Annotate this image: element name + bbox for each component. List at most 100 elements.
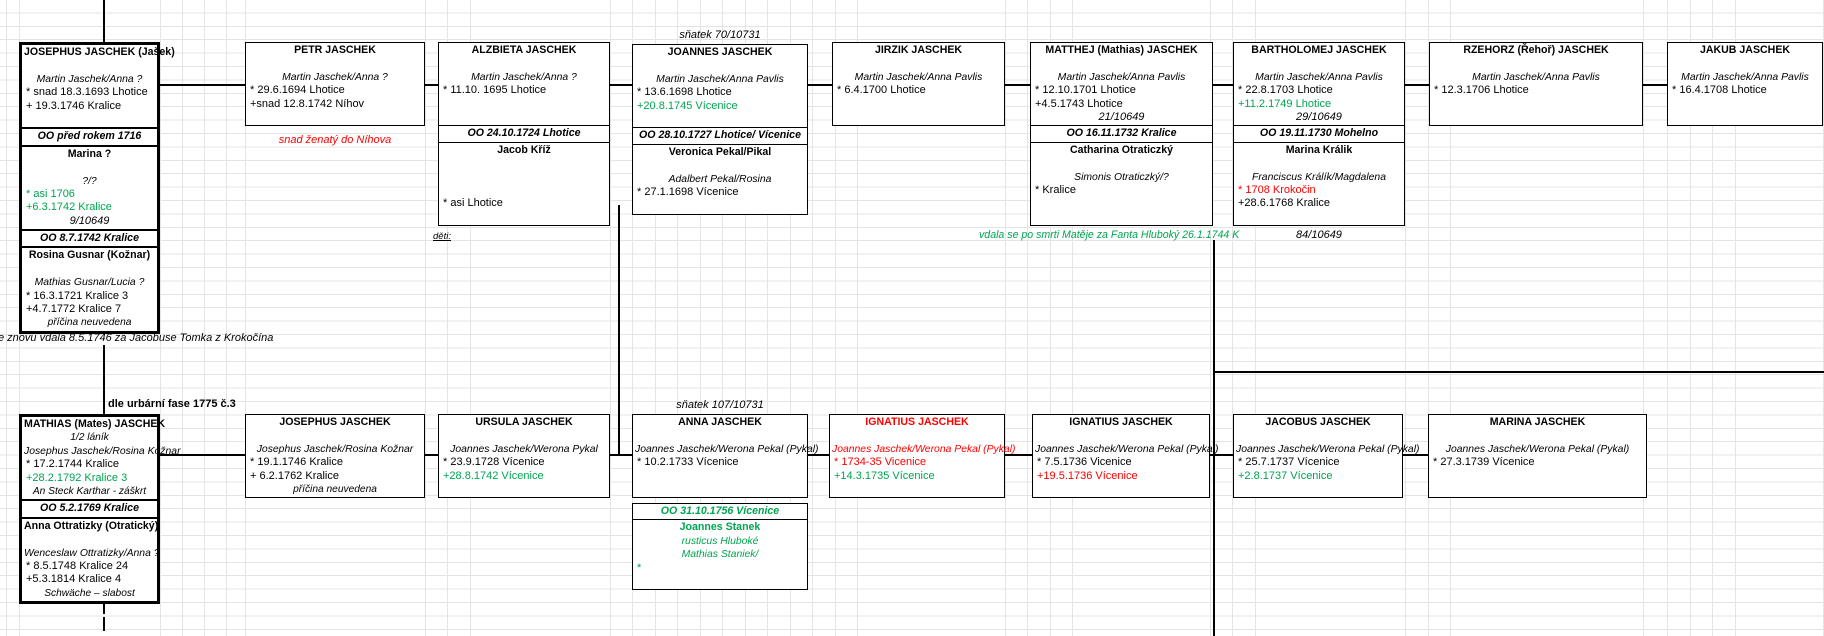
record-cell[interactable]: +4.5.1743 Lhotice <box>1035 97 1123 110</box>
record-cell[interactable] <box>24 161 155 174</box>
person-name-cell[interactable]: Jacob Kříž <box>497 143 551 156</box>
marriage-row[interactable]: OO 8.7.1742 Kralice <box>22 229 157 246</box>
record-cell[interactable] <box>248 57 422 70</box>
snatek-bottom[interactable]: sňatek 107/10731 <box>676 399 764 411</box>
record-cell[interactable] <box>441 171 607 184</box>
record-cell[interactable]: * 16.4.1708 Lhotice <box>1672 84 1767 97</box>
record-cell[interactable]: An Steck Karthar - záškrt <box>32 485 147 497</box>
record-cell[interactable]: * 25.7.1737 Vícenice <box>1238 456 1340 469</box>
person-name-cell[interactable]: PETR JASCHEK <box>294 44 376 56</box>
record-cell[interactable] <box>835 111 1002 124</box>
record-cell[interactable]: Josephus Jaschek/Rosina Kožnar <box>24 445 181 457</box>
record-cell[interactable]: +4.7.1772 Kralice 7 <box>26 303 122 316</box>
person-name-cell[interactable]: MATTHEJ (Mathias) JASCHEK <box>1045 44 1198 56</box>
record-cell[interactable]: +2.8.1737 Vícenice <box>1238 469 1333 482</box>
person-name-cell[interactable]: JOSEPHUS JASCHEK (Jašek) <box>24 46 175 58</box>
record-cell[interactable] <box>1236 483 1400 496</box>
record-cell[interactable]: * 10.2.1733 Vícenice <box>637 456 739 469</box>
record-cell[interactable] <box>635 483 805 496</box>
record-cell[interactable]: Joannes Jaschek/Werona Pekal (Pykal) <box>1035 443 1219 455</box>
record-cell[interactable] <box>635 429 805 442</box>
record-cell[interactable]: 29/10649 <box>1296 110 1342 123</box>
deti-label[interactable]: děti: <box>433 231 451 242</box>
record-cell[interactable]: Martin Jaschek/Anna Pavlis <box>1255 71 1383 83</box>
person-name-cell[interactable]: JIRZIK JASCHEK <box>874 44 963 56</box>
marriage-row[interactable]: OO 28.10.1727 Lhotice/ Vícenice <box>633 127 807 143</box>
record-cell[interactable] <box>441 483 607 496</box>
marriage-row[interactable]: OO 19.11.1730 Mohelno <box>1234 125 1404 141</box>
person-name-cell[interactable]: Catharina Otraticzký <box>1069 143 1174 156</box>
record-cell[interactable]: Josephus Jaschek/Rosina Kožnar <box>256 443 414 455</box>
record-cell[interactable]: * 7.5.1736 Vicenice <box>1037 456 1132 469</box>
record-cell[interactable] <box>1033 157 1210 170</box>
record-cell[interactable] <box>835 57 1002 70</box>
person-name-cell[interactable]: ANNA JASCHEK <box>678 416 762 428</box>
record-cell[interactable]: Martin Jaschek/Anna Pavlis <box>1681 71 1809 83</box>
remarry-note[interactable]: e znovu vdala 8.5.1746 za Jacobuse Tomka… <box>0 332 274 344</box>
record-cell[interactable] <box>832 429 1002 442</box>
record-cell[interactable] <box>1670 111 1820 124</box>
record-cell[interactable] <box>1033 197 1210 210</box>
person-name-cell[interactable]: URSULA JASCHEK <box>475 416 573 428</box>
person-name-cell[interactable]: Joannes Stanek <box>679 521 761 534</box>
record-cell[interactable] <box>635 470 805 483</box>
record-cell[interactable]: * <box>637 561 642 574</box>
record-cell[interactable] <box>441 184 607 197</box>
record-cell[interactable] <box>835 98 1002 111</box>
record-cell[interactable] <box>635 113 805 126</box>
bartholomej-sig[interactable]: 84/10649 <box>1296 229 1342 241</box>
record-cell[interactable] <box>441 111 607 124</box>
record-cell[interactable]: * 16.3.1721 Kralice 3 <box>26 289 129 302</box>
rzehorz-box[interactable]: RZEHORZ (Řehoř) JASCHEK Martin Jaschek/An… <box>1429 42 1643 127</box>
record-cell[interactable] <box>24 113 155 126</box>
record-cell[interactable]: Martin Jaschek/Anna ? <box>36 73 143 85</box>
record-cell[interactable] <box>635 159 805 172</box>
record-cell[interactable] <box>1236 57 1402 70</box>
record-cell[interactable]: Adalbert Pekal/Rosina <box>668 173 772 185</box>
record-cell[interactable]: příčina neuvedena <box>47 317 132 329</box>
record-cell[interactable]: Joannes Jaschek/Werona Pekal (Pykal) <box>832 443 1016 455</box>
marriage-row[interactable]: OO 24.10.1724 Lhotice <box>439 125 609 141</box>
record-cell[interactable] <box>1033 211 1210 224</box>
person-name-cell[interactable]: RZEHORZ (Řehoř) JASCHEK <box>1463 44 1609 56</box>
record-cell[interactable]: 1/2 láník <box>70 432 109 444</box>
person-name-cell[interactable]: Rosina Gusnar (Kožnar) <box>28 249 151 262</box>
record-cell[interactable]: +19.5.1736 Vícenice <box>1037 469 1138 482</box>
record-cell[interactable]: * 27.3.1739 Vícenice <box>1433 456 1535 469</box>
record-cell[interactable] <box>1033 57 1210 70</box>
record-cell[interactable] <box>1431 483 1644 496</box>
record-cell[interactable] <box>441 98 607 111</box>
record-cell[interactable]: * asi 1706 <box>26 187 75 200</box>
marriage-row[interactable]: OO 16.11.1732 Kralice <box>1031 125 1212 141</box>
record-cell[interactable]: Mathias Staniek/ <box>681 549 759 561</box>
record-cell[interactable]: Joannes Jaschek/Werona Pykal <box>450 443 598 455</box>
urbarni-note[interactable]: dle urbární fase 1775 č.3 <box>108 398 236 410</box>
record-cell[interactable]: * 8.5.1748 Kralice 24 <box>26 559 129 572</box>
record-cell[interactable] <box>1431 470 1644 483</box>
record-cell[interactable]: +6.3.1742 Kralice <box>26 201 112 214</box>
record-cell[interactable]: * 1734-35 Vicenice <box>834 456 927 469</box>
record-cell[interactable]: * 13.6.1698 Lhotice <box>637 86 732 99</box>
record-cell[interactable] <box>635 575 805 588</box>
record-cell[interactable]: + 19.3.1746 Kralice <box>26 99 122 112</box>
person-name-cell[interactable]: JOANNES JASCHEK <box>667 46 773 58</box>
record-cell[interactable]: * 19.1.1746 Kralice <box>250 456 343 469</box>
record-cell[interactable]: +5.3.1814 Kralice 4 <box>26 573 122 586</box>
record-cell[interactable]: ?/? <box>82 175 97 187</box>
record-cell[interactable]: Martin Jaschek/Anna ? <box>471 71 577 83</box>
record-cell[interactable] <box>1236 429 1400 442</box>
record-cell[interactable]: * 22.8.1703 Lhotice <box>1238 84 1333 97</box>
record-cell[interactable] <box>248 111 422 124</box>
record-cell[interactable]: Martin Jaschek/Anna ? <box>282 71 388 83</box>
record-cell[interactable]: Martin Jaschek/Anna Pavlis <box>1472 71 1600 83</box>
record-cell[interactable]: * 12.10.1701 Lhotice <box>1035 84 1136 97</box>
